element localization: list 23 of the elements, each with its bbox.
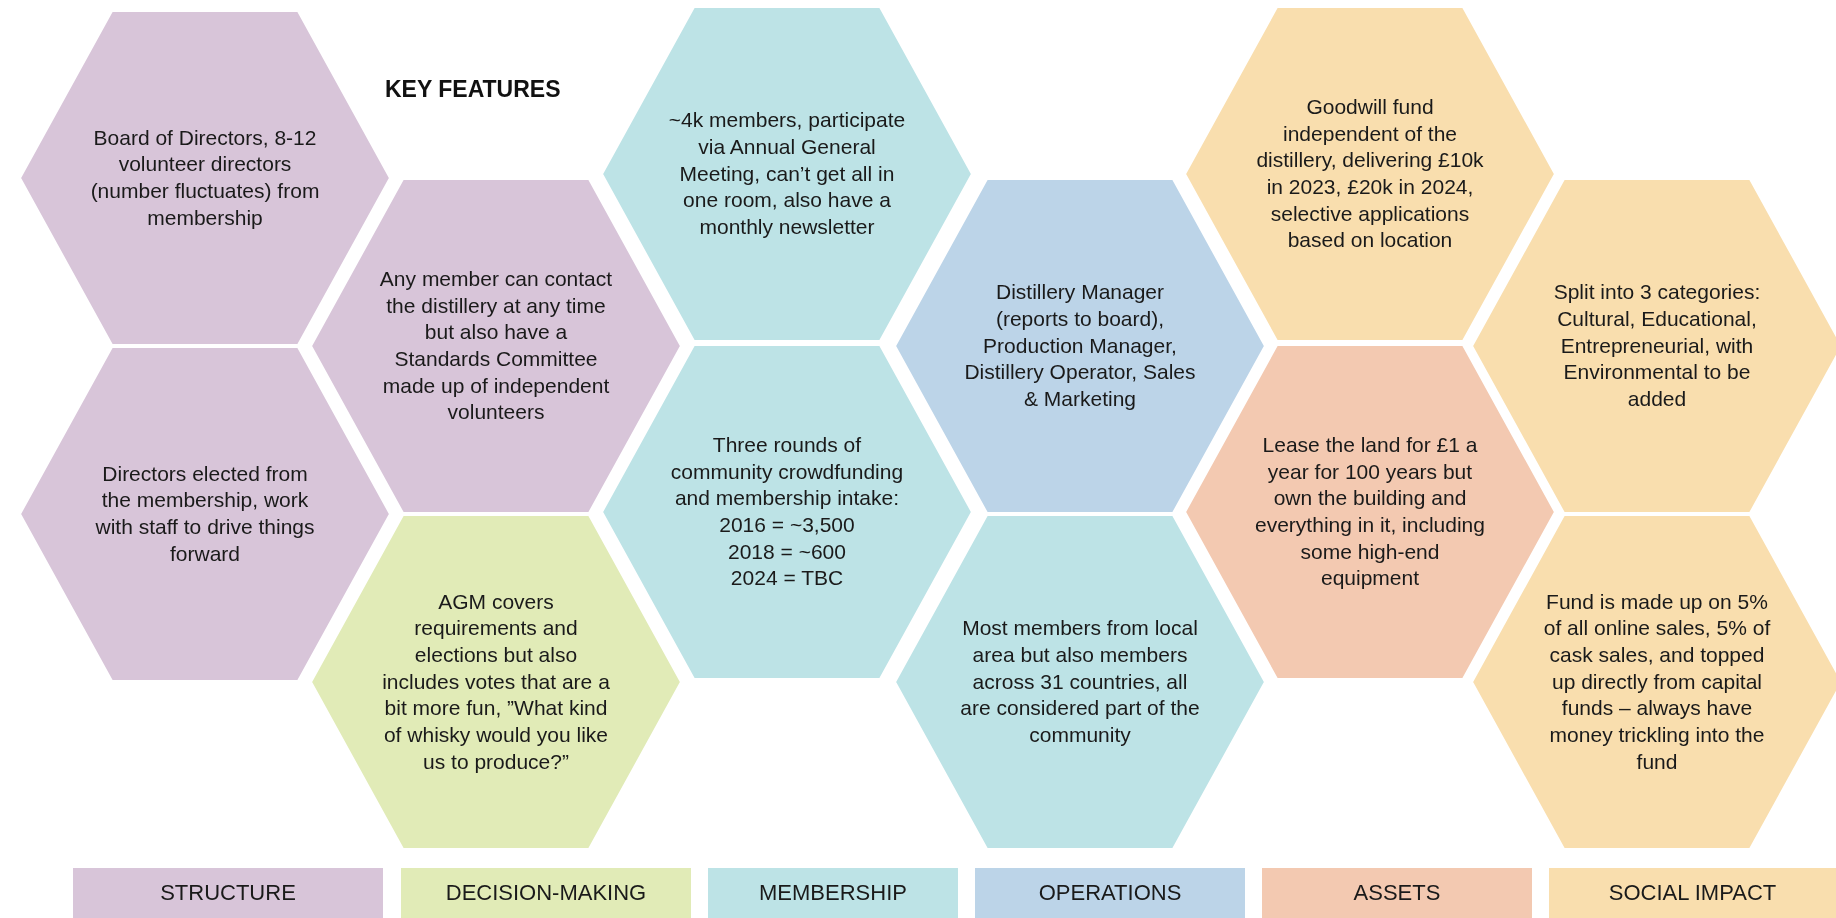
node-text: Fund is made up on 5% of all online sales, 5% of cask sales, and topped up directly from capital funds – always have money trickling into the fund xyxy=(1542,588,1772,775)
legend-label: SOCIAL IMPACT xyxy=(1608,880,1777,906)
node-text: Distillery Manager (reports to board), Production Manager, Distillery Operator, Sales & Marketing xyxy=(963,279,1197,412)
node-text: Any member can contact the distillery at any time but also have a Standards Committee made up of independent volunteers xyxy=(378,266,614,426)
node-text: Three rounds of community crowdfunding and membership intake: xyxy=(669,432,905,512)
node-text: 2018 = ~600 xyxy=(728,538,846,565)
node-text: 2016 = ~3,500 xyxy=(719,512,855,538)
node-text: Board of Directors, 8-12 volunteer directors (number fluctuates) from membership xyxy=(89,124,321,231)
node-text: Split into 3 categories: Cultural, Educational, Entrepreneurial, with Environmental to be added xyxy=(1552,279,1762,412)
legend-label: DECISION-MAKING xyxy=(445,880,647,906)
node-text: 2024 = TBC xyxy=(730,565,844,592)
legend-label: OPERATIONS xyxy=(1038,880,1182,906)
node-text: Goodwill fund independent of the distillery, delivering £10k in 2023, £20k in 2024, selective applications based on location xyxy=(1255,94,1485,254)
node-text: Lease the land for £1 a year for 100 years but own the building and everything in it, including some high-end equipment xyxy=(1254,432,1486,592)
node-text: Most members from local area but also members across 31 countries, all are considered part of the community xyxy=(960,615,1200,748)
legend-label: STRUCTURE xyxy=(160,880,296,906)
legend-label: MEMBERSHIP xyxy=(759,880,907,906)
legend-label: ASSETS xyxy=(1353,880,1441,906)
hexagon xyxy=(1184,6,1556,342)
node-text: ~4k members, participate via Annual General Meeting, can’t get all in one room, also have a monthly newsletter xyxy=(667,107,907,240)
node-text: AGM covers requirements and elections but also includes votes that are a bit more fun, ”What kind of whisky would you like us to produce?” xyxy=(381,588,611,775)
node-text: Directors elected from the membership, work with staff to drive things forward xyxy=(94,460,316,567)
diagram-title: KEY FEATURES xyxy=(385,76,561,103)
